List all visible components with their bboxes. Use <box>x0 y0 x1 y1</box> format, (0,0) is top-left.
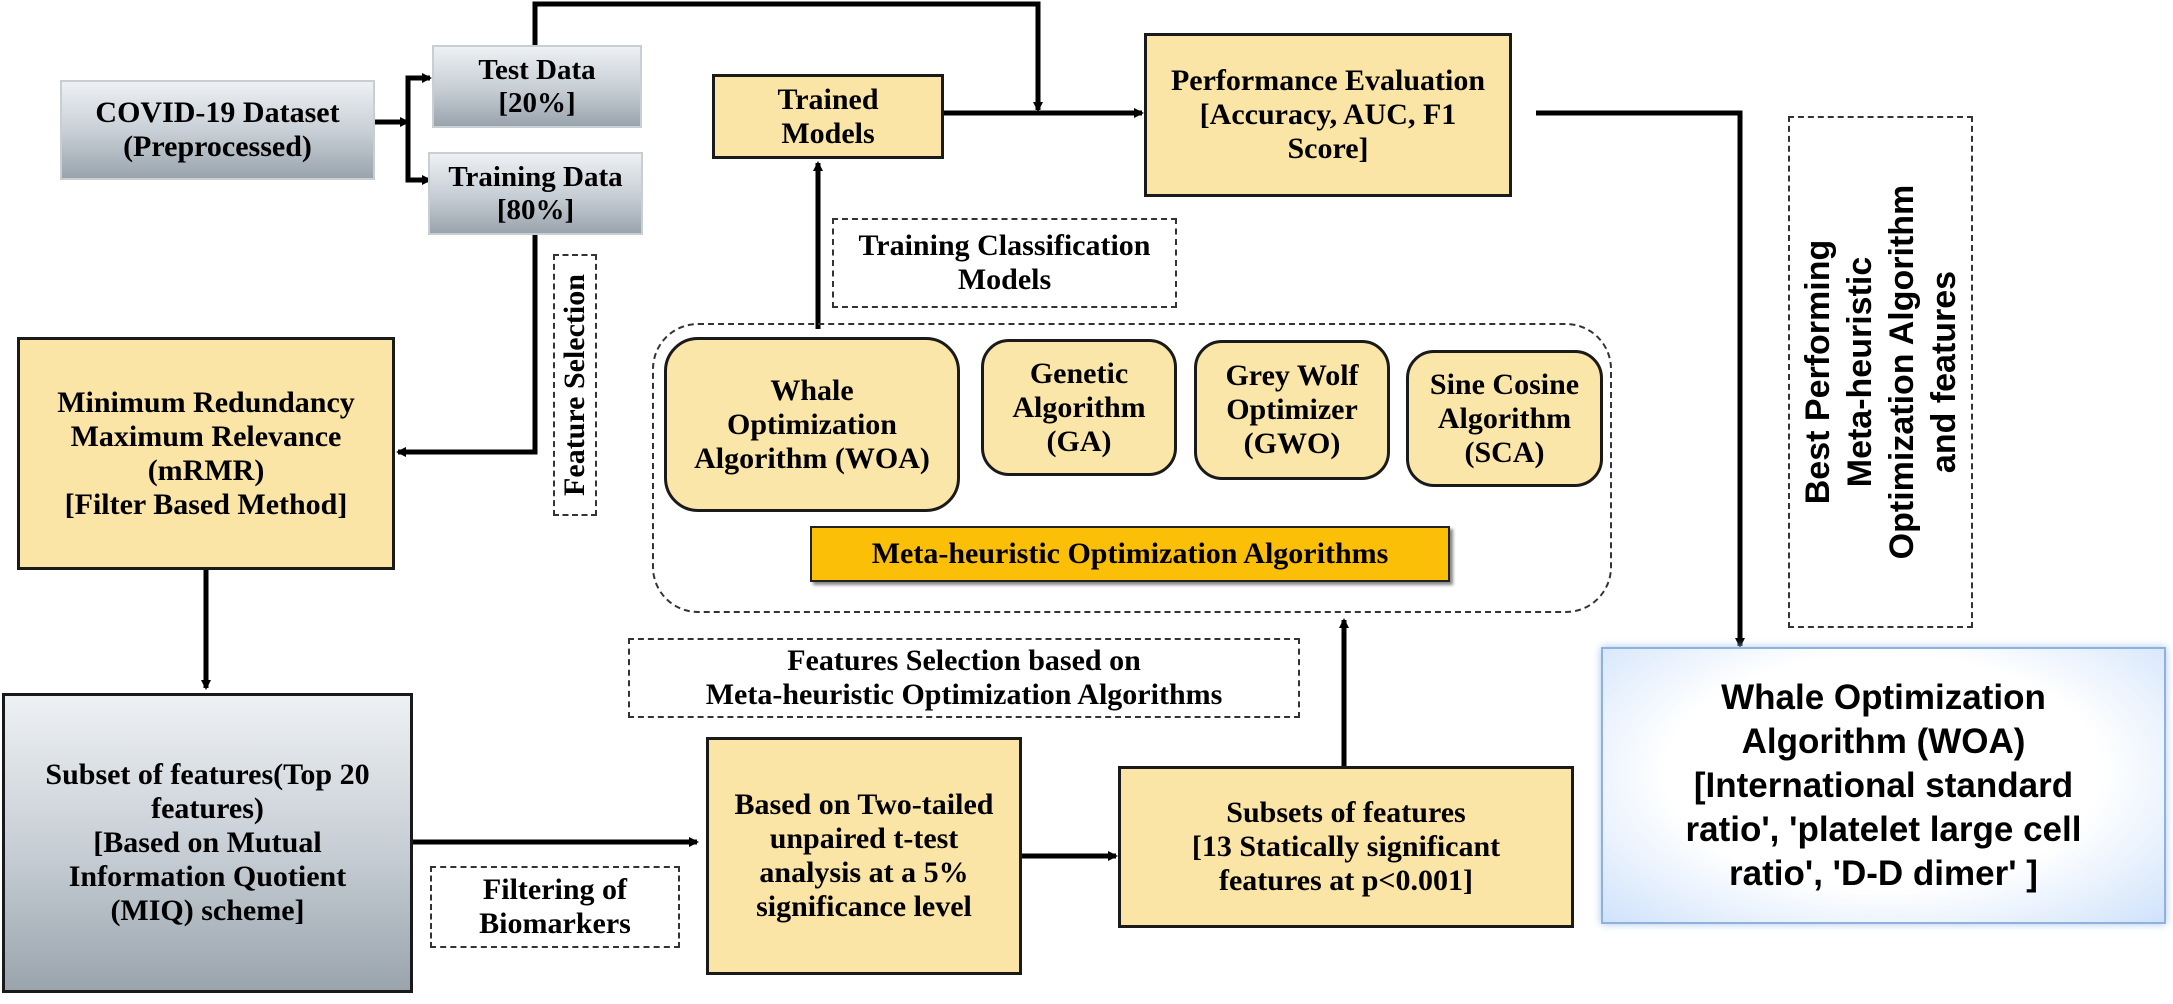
arrow-training-to-mrmr <box>396 235 538 457</box>
features-selection-meta-note: Features Selection based on Meta-heurist… <box>628 638 1300 718</box>
feature-selection-label: Feature Selection <box>558 274 591 496</box>
mrmr-box: Minimum Redundancy Maximum Relevance (mR… <box>17 337 395 570</box>
test-data-box: Test Data [20%] <box>432 45 642 128</box>
subset-top20-box: Subset of features(Top 20 features) [Bas… <box>2 693 413 993</box>
ttest-box: Based on Two-tailed unpaired t-test anal… <box>706 737 1022 975</box>
arrow-split-train <box>405 122 432 185</box>
meta-heuristic-group <box>652 323 1612 613</box>
covid-dataset-box: COVID-19 Dataset (Preprocessed) <box>60 80 375 180</box>
subsets13-box: Subsets of features [13 Statically signi… <box>1118 766 1574 928</box>
woa-result-box: Whale Optimization Algorithm (WOA) [Inte… <box>1601 647 2166 924</box>
arrow-split-test <box>405 73 432 122</box>
arrow-test-to-performance <box>532 1 1043 112</box>
training-classification-note: Training Classification Models <box>832 218 1177 308</box>
woa-pill: Whale Optimization Algorithm (WOA) <box>664 337 960 512</box>
feature-selection-note: Feature Selection <box>553 254 597 516</box>
ga-pill: Genetic Algorithm (GA) <box>981 339 1177 476</box>
meta-heuristic-label: Meta-heuristic Optimization Algorithms <box>810 526 1450 582</box>
performance-evaluation-box: Performance Evaluation [Accuracy, AUC, F… <box>1144 33 1512 197</box>
arrow-performance-to-result <box>1536 110 1745 648</box>
best-performing-note: Best Performing Meta-heuristic Optimizat… <box>1788 116 1973 628</box>
best-performing-label: Best Performing Meta-heuristic Optimizat… <box>1798 184 1963 560</box>
training-data-box: Training Data [80%] <box>428 152 643 235</box>
sca-pill: Sine Cosine Algorithm (SCA) <box>1406 350 1603 487</box>
filtering-biomarkers-note: Filtering of Biomarkers <box>430 866 680 948</box>
gwo-pill: Grey Wolf Optimizer (GWO) <box>1194 340 1390 480</box>
trained-models-box: Trained Models <box>712 74 944 159</box>
